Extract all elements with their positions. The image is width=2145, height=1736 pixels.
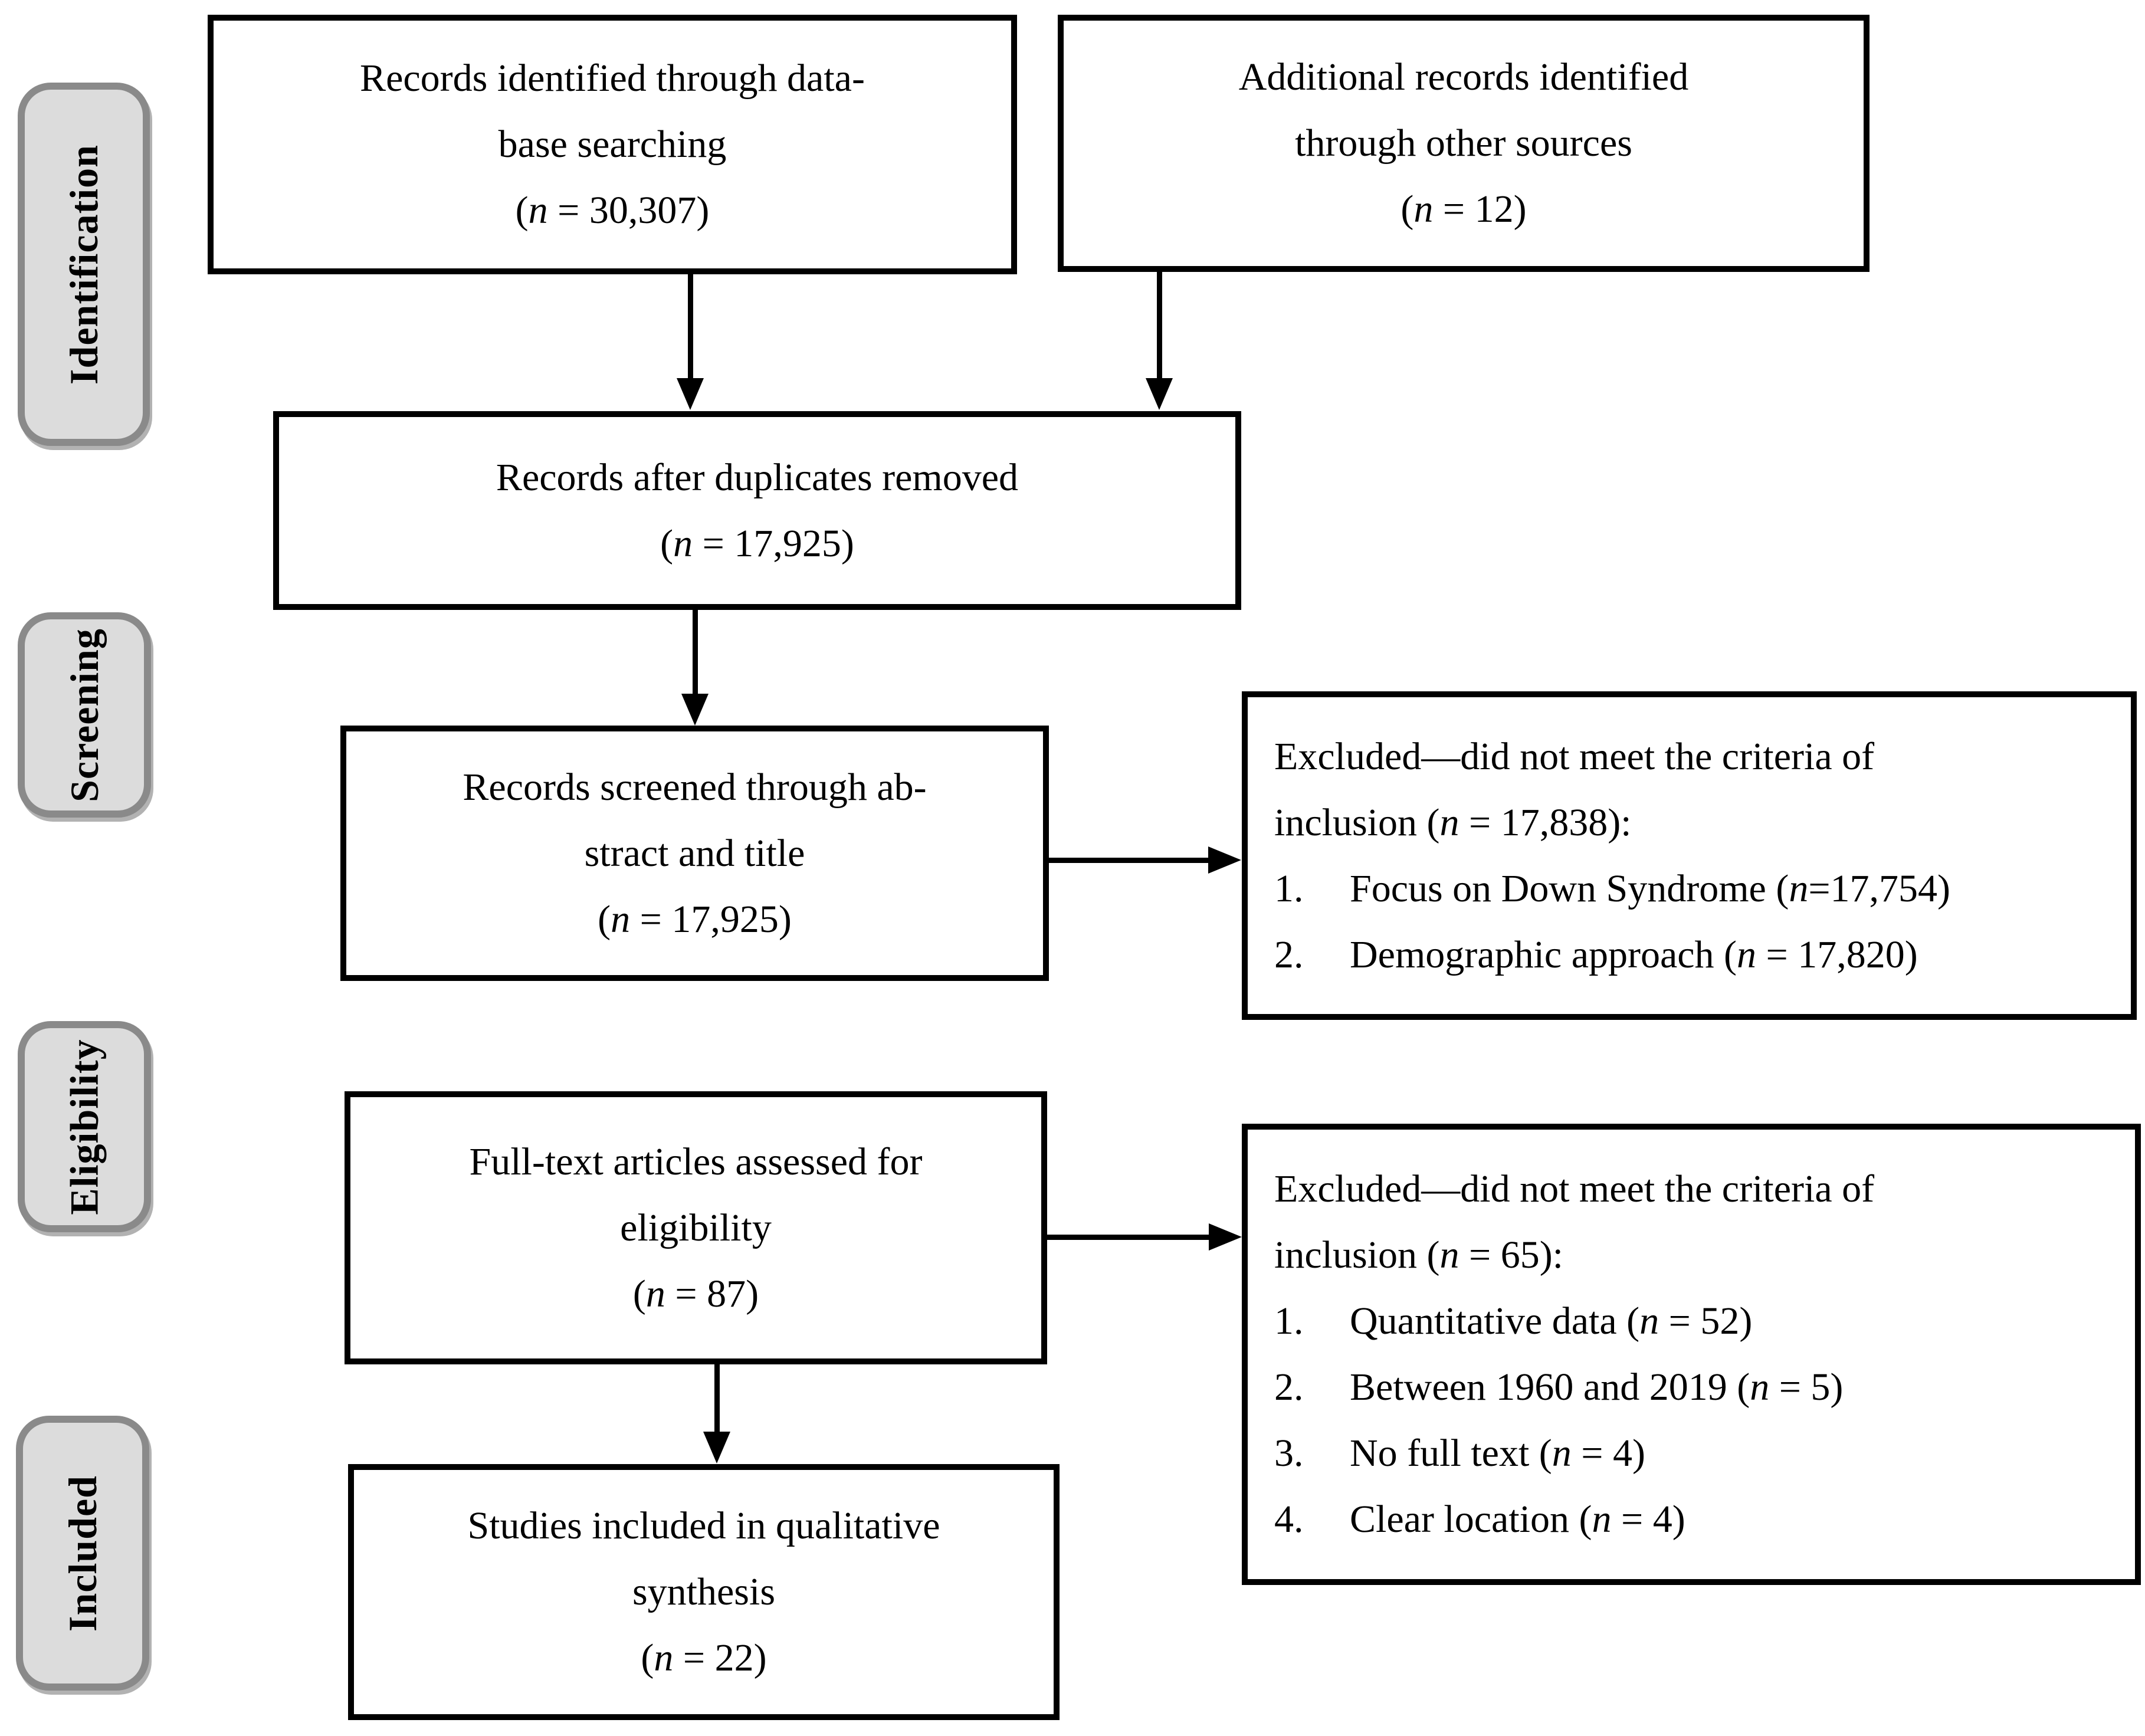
arrow-screened-to-excluded-shaft (1048, 858, 1210, 863)
stage-label-identification-text: Identification (61, 144, 106, 385)
box-records-identified-database: Records identified through data- base se… (208, 15, 1017, 274)
excluded-eligibility-item-4-number: 4. (1274, 1498, 1304, 1541)
box-excluded-screening-header-2: inclusion (n = 17,838): (1274, 800, 1632, 844)
arrow-database-to-duplicates-shaft (688, 274, 693, 380)
arrow-screened-to-excluded-head (1208, 846, 1241, 874)
arrow-fulltext-to-included-head (703, 1432, 730, 1463)
box-duplicates-removed-count: (n = 17,925) (660, 521, 854, 565)
excluded-eligibility-item-1-text: Quantitative data (n = 52) (1350, 1299, 1753, 1343)
excluded-eligibility-item-3-number: 3. (1274, 1432, 1304, 1475)
excluded-eligibility-item-4-text: Clear location (n = 4) (1350, 1498, 1685, 1541)
box-fulltext-assessed-line-2: eligibility (620, 1206, 772, 1249)
box-studies-included-count: (n = 22) (641, 1636, 767, 1679)
excluded-eligibility-item-4: 4. Clear location (n = 4) (1274, 1486, 1685, 1553)
excluded-eligibility-item-2-number: 2. (1274, 1366, 1304, 1409)
box-fulltext-assessed: Full-text articles assessed for eligibil… (345, 1091, 1047, 1364)
stage-label-identification: Identification (18, 83, 150, 446)
excluded-screening-item-2-text: Demographic approach (n = 17,820) (1350, 933, 1918, 976)
box-additional-records-count: (n = 12) (1401, 188, 1527, 231)
box-records-screened-count: (n = 17,925) (598, 897, 792, 941)
box-studies-included: Studies included in qualitative synthesi… (348, 1464, 1060, 1720)
box-duplicates-removed-line-1: Records after duplicates removed (496, 455, 1019, 499)
box-records-identified-database-line-1: Records identified through data- (360, 57, 865, 100)
box-studies-included-line-2: synthesis (632, 1570, 776, 1613)
box-excluded-eligibility-header-2: inclusion (n = 65): (1274, 1233, 1564, 1276)
arrow-other-sources-to-duplicates-head (1146, 378, 1173, 410)
arrow-database-to-duplicates-head (677, 378, 704, 410)
box-excluded-eligibility: Excluded—did not meet the criteria of in… (1242, 1124, 2141, 1585)
box-additional-records-line-1: Additional records identified (1238, 55, 1689, 99)
box-records-screened-line-2: stract and title (584, 831, 805, 875)
excluded-eligibility-item-1-number: 1. (1274, 1299, 1304, 1343)
excluded-eligibility-item-2: 2. Between 1960 and 2019 (n = 5) (1274, 1354, 1843, 1420)
box-records-identified-database-count: (n = 30,307) (515, 189, 710, 232)
arrow-fulltext-to-excluded-shaft (1047, 1235, 1211, 1240)
excluded-eligibility-item-1: 1. Quantitative data (n = 52) (1274, 1288, 1752, 1354)
excluded-screening-item-2: 2. Demographic approach (n = 17,820) (1274, 922, 1918, 988)
box-additional-records: Additional records identified through ot… (1058, 15, 1870, 272)
stage-label-included-text: Included (60, 1475, 105, 1632)
arrow-duplicates-to-screened-head (681, 694, 709, 726)
box-fulltext-assessed-count: (n = 87) (632, 1272, 759, 1315)
box-duplicates-removed: Records after duplicates removed (n = 17… (273, 411, 1241, 610)
box-studies-included-line-1: Studies included in qualitative (467, 1504, 940, 1547)
arrow-duplicates-to-screened-shaft (693, 609, 698, 695)
excluded-screening-item-1: 1. Focus on Down Syndrome (n=17,754) (1274, 856, 1950, 922)
arrow-fulltext-to-excluded-head (1209, 1223, 1242, 1251)
box-fulltext-assessed-line-1: Full-text articles assessed for (469, 1140, 923, 1183)
box-excluded-screening-header-1: Excluded—did not meet the criteria of (1274, 734, 1875, 778)
excluded-screening-item-1-number: 1. (1274, 867, 1304, 910)
box-records-identified-database-line-2: base searching (498, 123, 727, 166)
stage-label-eligibility-text: Eligibility (61, 1038, 107, 1215)
excluded-eligibility-item-3: 3. No full text (n = 4) (1274, 1420, 1645, 1486)
arrow-other-sources-to-duplicates-shaft (1157, 271, 1162, 380)
box-excluded-eligibility-header-1: Excluded—did not meet the criteria of (1274, 1167, 1875, 1210)
arrow-fulltext-to-included-shaft (714, 1364, 720, 1433)
excluded-screening-item-1-text: Focus on Down Syndrome (n=17,754) (1350, 867, 1951, 910)
stage-label-included: Included (16, 1416, 149, 1691)
excluded-eligibility-item-2-text: Between 1960 and 2019 (n = 5) (1350, 1366, 1844, 1409)
box-excluded-screening: Excluded—did not meet the criteria of in… (1242, 691, 2137, 1020)
stage-label-eligibility: Eligibility (18, 1021, 151, 1232)
excluded-eligibility-item-3-text: No full text (n = 4) (1350, 1432, 1645, 1475)
stage-label-screening-text: Screening (61, 628, 107, 802)
box-records-screened: Records screened through ab- stract and … (340, 726, 1049, 981)
box-additional-records-line-2: through other sources (1295, 122, 1632, 165)
excluded-screening-item-2-number: 2. (1274, 933, 1304, 976)
box-records-screened-line-1: Records screened through ab- (463, 765, 927, 809)
stage-label-screening: Screening (18, 612, 151, 818)
